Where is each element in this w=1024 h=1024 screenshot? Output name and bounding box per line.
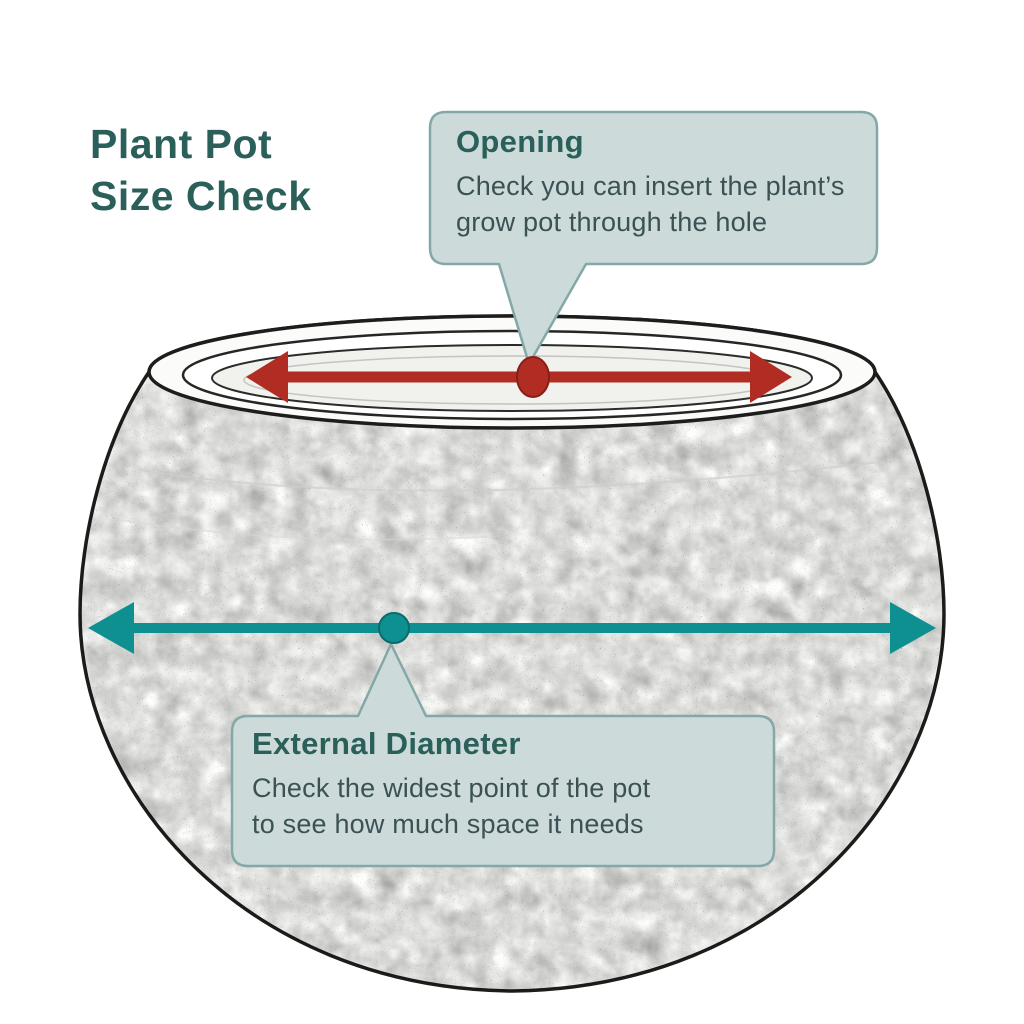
opening-arrowhead-right-icon	[750, 351, 792, 403]
diameter-arrowhead-right-icon	[890, 602, 936, 654]
pot-illustration	[78, 314, 946, 993]
opening-measure-dot	[516, 356, 550, 398]
pot-shading-line	[139, 461, 881, 492]
opening-arrowhead-left-icon	[246, 351, 288, 403]
page-title-line1: Plant Pot	[90, 121, 273, 167]
pot-shading-line	[119, 519, 501, 541]
opening-callout-bubble	[428, 110, 879, 366]
external-diameter-callout-bubble	[230, 642, 776, 868]
diameter-measure-dot	[378, 612, 410, 644]
diameter-arrowhead-left-icon	[88, 602, 134, 654]
page-title: Plant Pot Size Check	[90, 118, 312, 223]
page-title-line2: Size Check	[90, 173, 312, 220]
diameter-measure-arrow	[88, 602, 936, 654]
